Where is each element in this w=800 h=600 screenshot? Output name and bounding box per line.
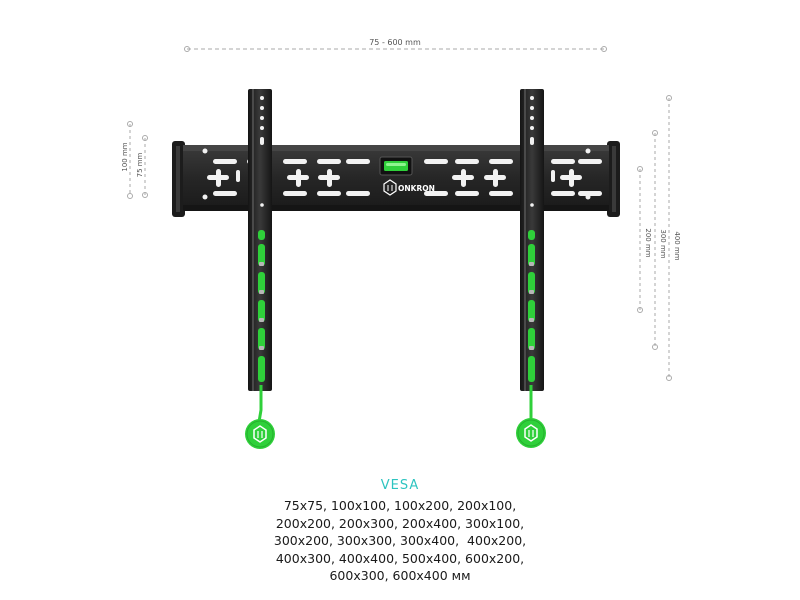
right-safety-knob bbox=[516, 418, 546, 448]
left-height-dimensions: 100 mm 75 mm bbox=[121, 121, 148, 199]
width-dimension-label: 75 - 600 mm bbox=[369, 38, 421, 47]
right-height-dimensions: 400 mm 300 mm 200 mm bbox=[637, 95, 681, 381]
bubble-level bbox=[379, 156, 413, 176]
vesa-line: 75x75, 100x100, 100x200, 200x100, bbox=[283, 498, 517, 513]
height-75-label: 75 mm bbox=[136, 152, 144, 177]
height-100-label: 100 mm bbox=[121, 142, 129, 171]
vesa-sizes-list: 75x75, 100x100, 100x200, 200x100, 200x20… bbox=[0, 497, 800, 585]
onkron-logo-icon bbox=[383, 179, 397, 196]
vesa-line: 600x300, 600x400 мм bbox=[329, 568, 471, 584]
onkron-logo-icon bbox=[253, 425, 267, 443]
vesa-line: 200x200, 200x300, 200x400, 300x100, bbox=[275, 515, 525, 531]
right-vertical-arm bbox=[516, 89, 546, 448]
onkron-logo-icon bbox=[524, 424, 538, 442]
brand-name: ONKRON bbox=[398, 184, 435, 193]
wall-plate bbox=[172, 141, 620, 217]
vesa-line: 400x300, 400x400, 500x400, 600x200, bbox=[275, 550, 525, 566]
left-vertical-arm bbox=[245, 89, 275, 449]
height-300-label: 300 mm bbox=[659, 229, 667, 258]
brand-logo: ONKRON bbox=[383, 179, 435, 196]
height-400-label: 400 mm bbox=[673, 231, 681, 260]
left-safety-knob bbox=[245, 419, 275, 449]
vesa-line: 300x200, 300x300, 300x400, 400x200, bbox=[273, 533, 527, 549]
height-200-label: 200 mm bbox=[644, 228, 652, 257]
vesa-title: VESA bbox=[380, 478, 420, 493]
width-dimension: 75 - 600 mm bbox=[184, 38, 607, 52]
